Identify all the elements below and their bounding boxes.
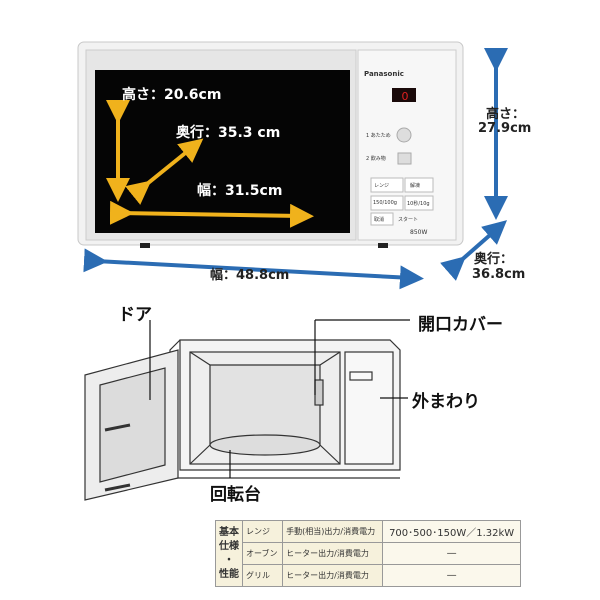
opening-cover-callout: 開口カバー [418,315,503,335]
panel-button-defrost[interactable]: 解凍 [410,183,421,189]
value-cell: — [382,542,521,565]
outer-depth-label: 奥行： [474,252,514,267]
table-row: 基本仕様・性能 レンジ 手動(相当)出力/消費電力 700･500･150W／1… [215,520,521,587]
exterior-callout: 外まわり [412,392,480,412]
open-microwave-drawing [84,319,410,501]
value-cell: — [382,564,521,587]
panel-button-150[interactable]: 150/100g [373,200,397,206]
mode-cell: グリル [241,564,284,587]
outer-height-value: 27.9cm [478,121,532,136]
outer-height-label: 高さ： [486,107,526,122]
inner-width-label: 幅：31.5cm [197,183,283,199]
outer-width-arrow [83,248,424,290]
microwave-front-photo: 0 [77,41,464,248]
panel-button-start[interactable]: スタート [398,217,419,223]
panel-button-reheat[interactable]: 1 あたため [366,133,391,139]
brand-logo: Panasonic [364,70,404,78]
table-row: オーブン ヒーター出力/消費電力 — [216,542,521,565]
panel-button-10s[interactable]: 10秒/10g [407,201,430,207]
mode-cell: レンジ [241,520,284,543]
value-cell: 700･500･150W／1.32kW [382,520,521,543]
inner-width-arrow [109,200,314,228]
table-row: グリル ヒーター出力/消費電力 — [216,564,521,587]
group-label: 基本仕様・性能 [215,520,243,587]
outer-depth-arrow [440,220,508,281]
power-badge: 850W [410,229,428,236]
outer-depth-value: 36.8cm [472,267,526,282]
mode-cell: オーブン [241,542,284,565]
panel-button-drink[interactable]: 2 飲み物 [366,156,386,162]
display-digit: 0 [402,90,409,103]
item-cell: 手動(相当)出力/消費電力 [282,520,384,543]
item-cell: ヒーター出力/消費電力 [282,542,384,565]
spec-table: 基本仕様・性能 レンジ 手動(相当)出力/消費電力 700･500･150W／1… [215,520,521,587]
panel-button-cancel[interactable]: 取消 [374,217,385,223]
turntable-callout: 回転台 [210,485,261,505]
inner-height-label: 高さ：20.6cm [122,87,222,103]
outer-width-label: 幅：48.8cm [210,268,290,283]
inner-depth-arrow [125,138,204,205]
inner-depth-label: 奥行：35.3 cm [176,125,281,141]
item-cell: ヒーター出力/消費電力 [282,564,384,587]
panel-button-range[interactable]: レンジ [374,183,390,189]
door-callout: ドア [118,305,152,325]
